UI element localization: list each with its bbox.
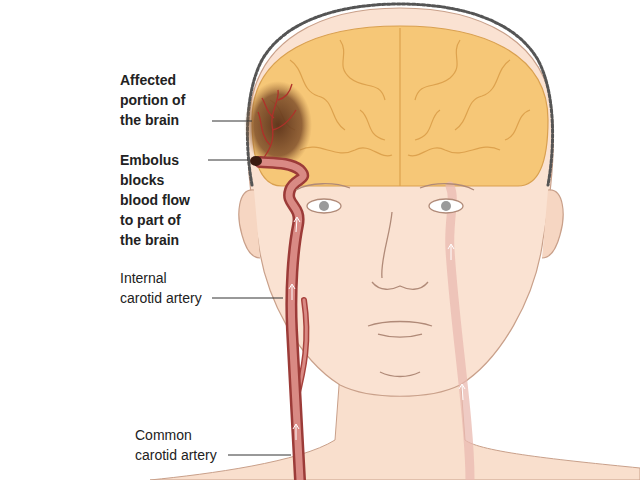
carotid-artery [260, 162, 303, 480]
leader-line [208, 160, 248, 161]
leader-line [212, 298, 283, 299]
label-text: Affected portion of the brain [120, 70, 206, 130]
label-anchor: Affected portion of the brain [120, 70, 206, 130]
flow-arrows [289, 217, 465, 440]
right-ear [542, 190, 563, 258]
carotid-artery-inner [260, 162, 303, 480]
face-features [296, 184, 474, 377]
label-anchor: Common carotid artery [135, 425, 223, 465]
label-anchor: Internal carotid artery [120, 268, 208, 308]
embolus [250, 156, 262, 166]
leader-lines [208, 121, 291, 455]
label-text: Common carotid artery [135, 425, 223, 465]
affected-region [244, 81, 312, 169]
leader-line [212, 121, 252, 122]
label-text: Embolus blocks blood flow to part of the… [120, 150, 200, 250]
leader-line [228, 455, 291, 456]
label-text: Internal carotid artery [120, 268, 208, 308]
label-anchor: Embolus blocks blood flow to part of the… [120, 150, 200, 250]
left-ear [239, 190, 260, 258]
blocked-vessels [258, 84, 296, 160]
right-carotid-artery [450, 186, 470, 480]
